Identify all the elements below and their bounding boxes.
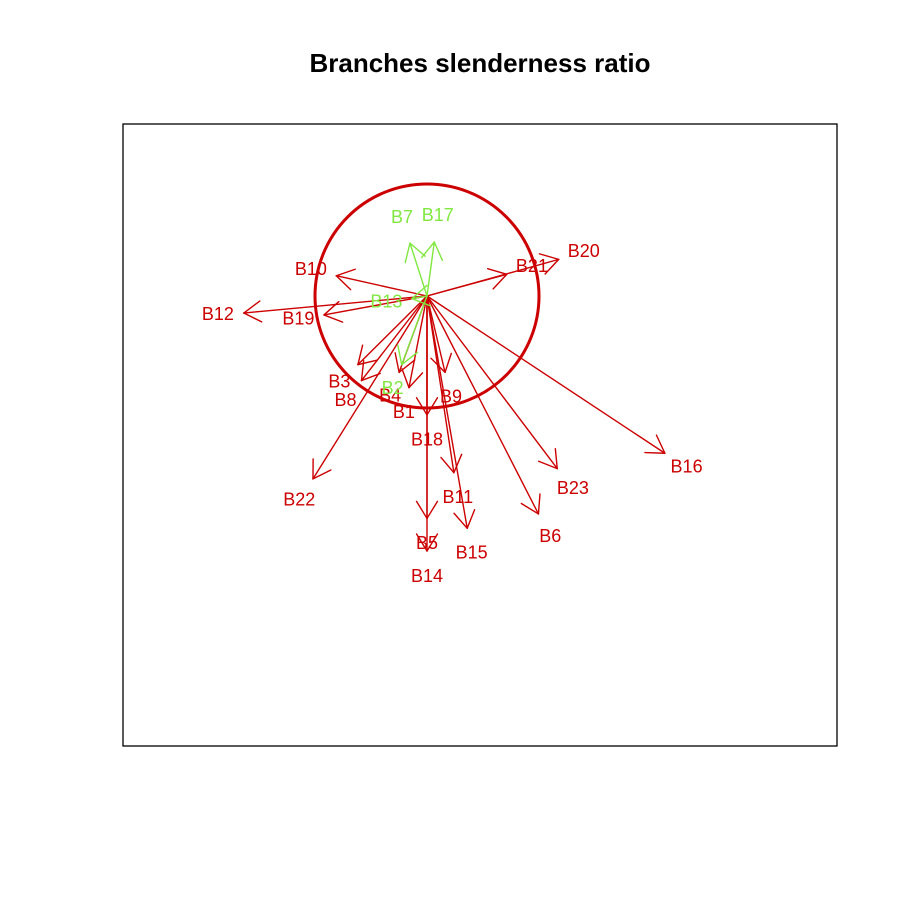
arrow-b15: B15	[426, 295, 488, 563]
arrow-b19: B19	[282, 295, 428, 328]
arrow-b8: B8	[335, 295, 428, 410]
arrow-label: B13	[370, 292, 402, 312]
arrow-label: B12	[202, 304, 234, 324]
arrow-label: B20	[568, 241, 600, 261]
arrow-b6: B6	[426, 295, 561, 546]
arrow-label: B2	[382, 378, 404, 398]
plot-frame	[122, 123, 838, 747]
arrow-b21: B21	[426, 256, 548, 297]
arrow-b13: B13	[370, 284, 432, 312]
arrow-label: B11	[442, 487, 473, 507]
arrow-label: B18	[411, 430, 443, 450]
arrow-b22: B22	[283, 295, 428, 510]
arrow-label: B14	[411, 566, 443, 586]
arrow-b23: B23	[426, 295, 589, 498]
arrow-label: B23	[557, 478, 589, 498]
arrow-b11: B11	[426, 295, 473, 507]
arrow-b16: B16	[426, 295, 703, 476]
arrow-label: B17	[422, 205, 454, 225]
arrow-b9: B9	[426, 295, 462, 406]
arrow-label: B10	[295, 259, 327, 279]
arrow-label: B19	[282, 308, 314, 328]
arrow-b2: B2	[382, 295, 428, 398]
arrow-label: B4	[379, 386, 401, 406]
arrow-b17: B17	[420, 205, 454, 297]
arrow-b1: B1	[393, 295, 428, 422]
arrow-b10: B10	[295, 259, 428, 297]
arrow-label: B3	[328, 372, 350, 392]
arrow-label: B8	[335, 390, 357, 410]
arrow-label: B22	[283, 490, 315, 510]
arrow-label: B6	[539, 526, 561, 546]
arrow-label: B15	[456, 543, 488, 563]
arrow-label: B7	[391, 207, 413, 227]
arrow-label: B16	[671, 456, 703, 476]
arrow-b18: B18	[411, 295, 443, 450]
arrow-b3: B3	[328, 295, 428, 392]
arrow-label: B21	[516, 256, 548, 276]
chart-title: Branches slenderness ratio	[309, 48, 650, 78]
arrow-label: B1	[393, 402, 415, 422]
arrow-b20: B20	[426, 241, 600, 297]
